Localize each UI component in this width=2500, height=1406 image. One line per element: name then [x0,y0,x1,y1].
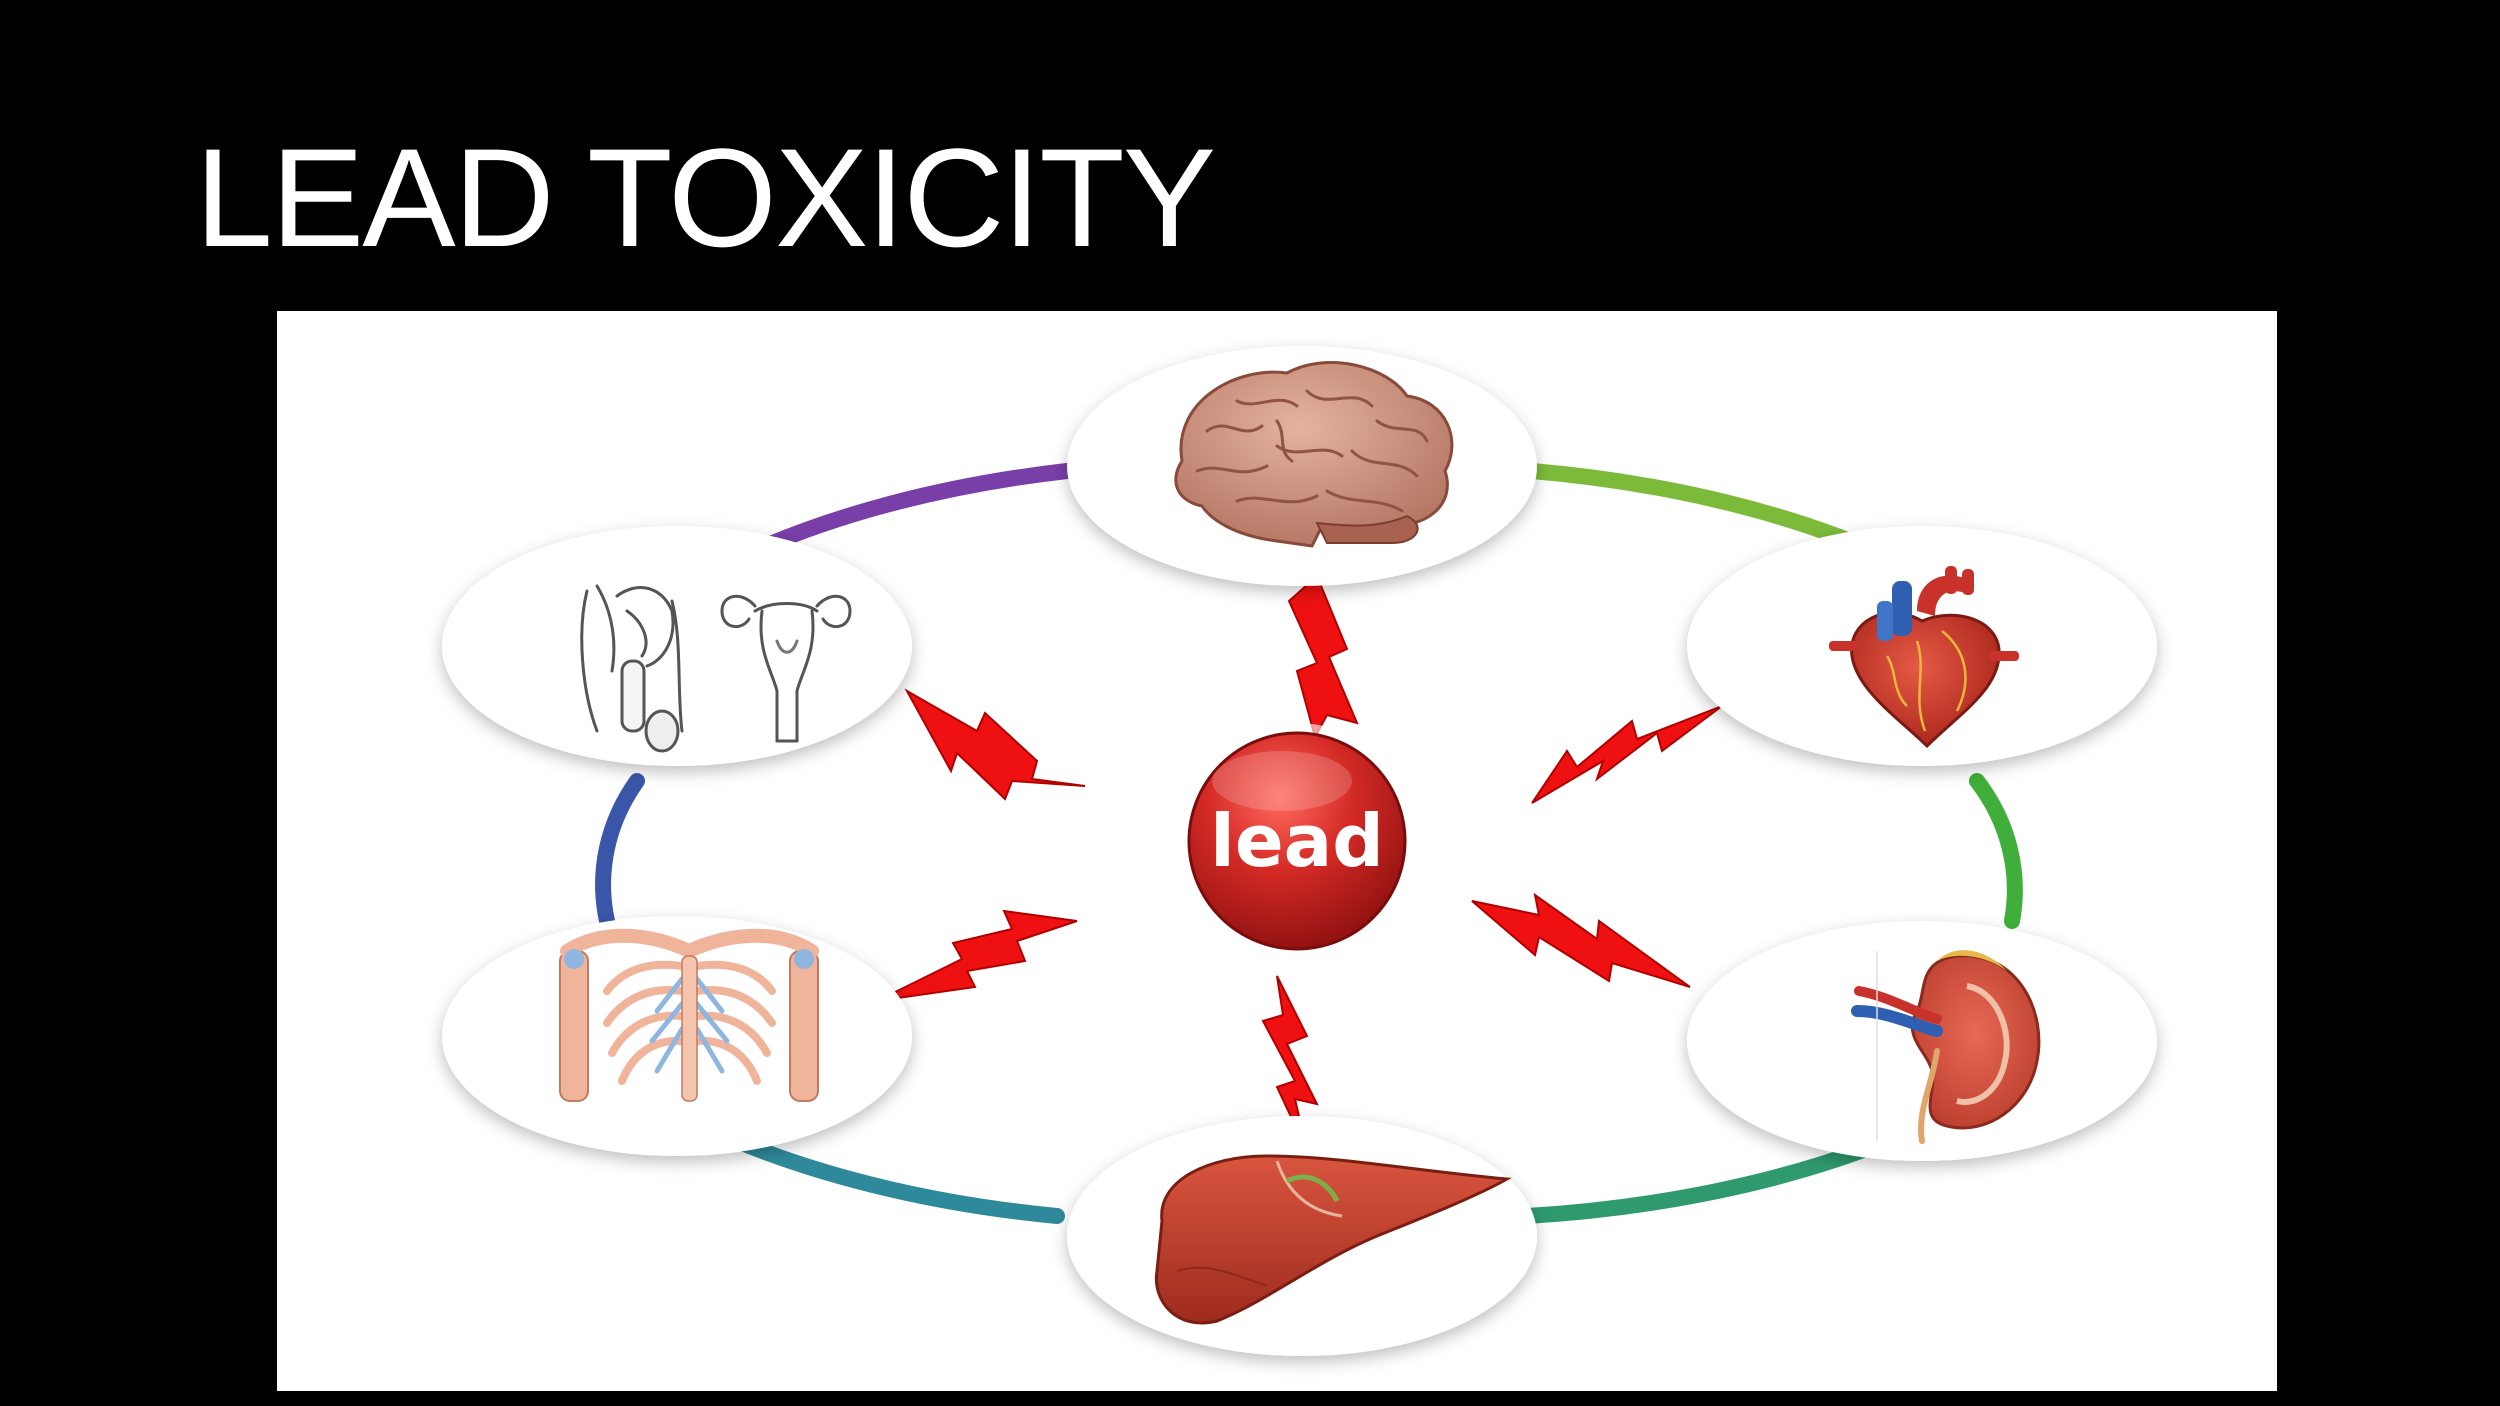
bolt-heart [1531,705,1723,804]
lead-center: lead [1179,723,1415,959]
ring-arc-teal [729,1133,1065,1224]
kidney-icon [1851,950,2041,1144]
liver-icon [1154,1154,1512,1325]
diagram-canvas: lead [442,346,2157,1356]
ring-arc-blue [595,773,645,929]
ribcage-icon [559,928,819,1102]
ring-arc-green [1969,773,2023,929]
bolts [876,574,1723,1152]
lead-toxicity-diagram: lead [277,311,2277,1391]
bolt-kidney [1471,892,1691,988]
brain-icon [1174,361,1454,548]
bolt-bones [876,909,1078,1002]
heart-icon [1829,566,2019,749]
ring-arc-teal-green [1519,1133,1895,1224]
reproductive-organs-icon [580,584,852,753]
center-label: lead [1210,799,1384,883]
bolt-reproductive [904,688,1086,801]
slide-title: LEAD TOXICITY [195,119,1216,276]
bolt-brain [1287,574,1359,740]
